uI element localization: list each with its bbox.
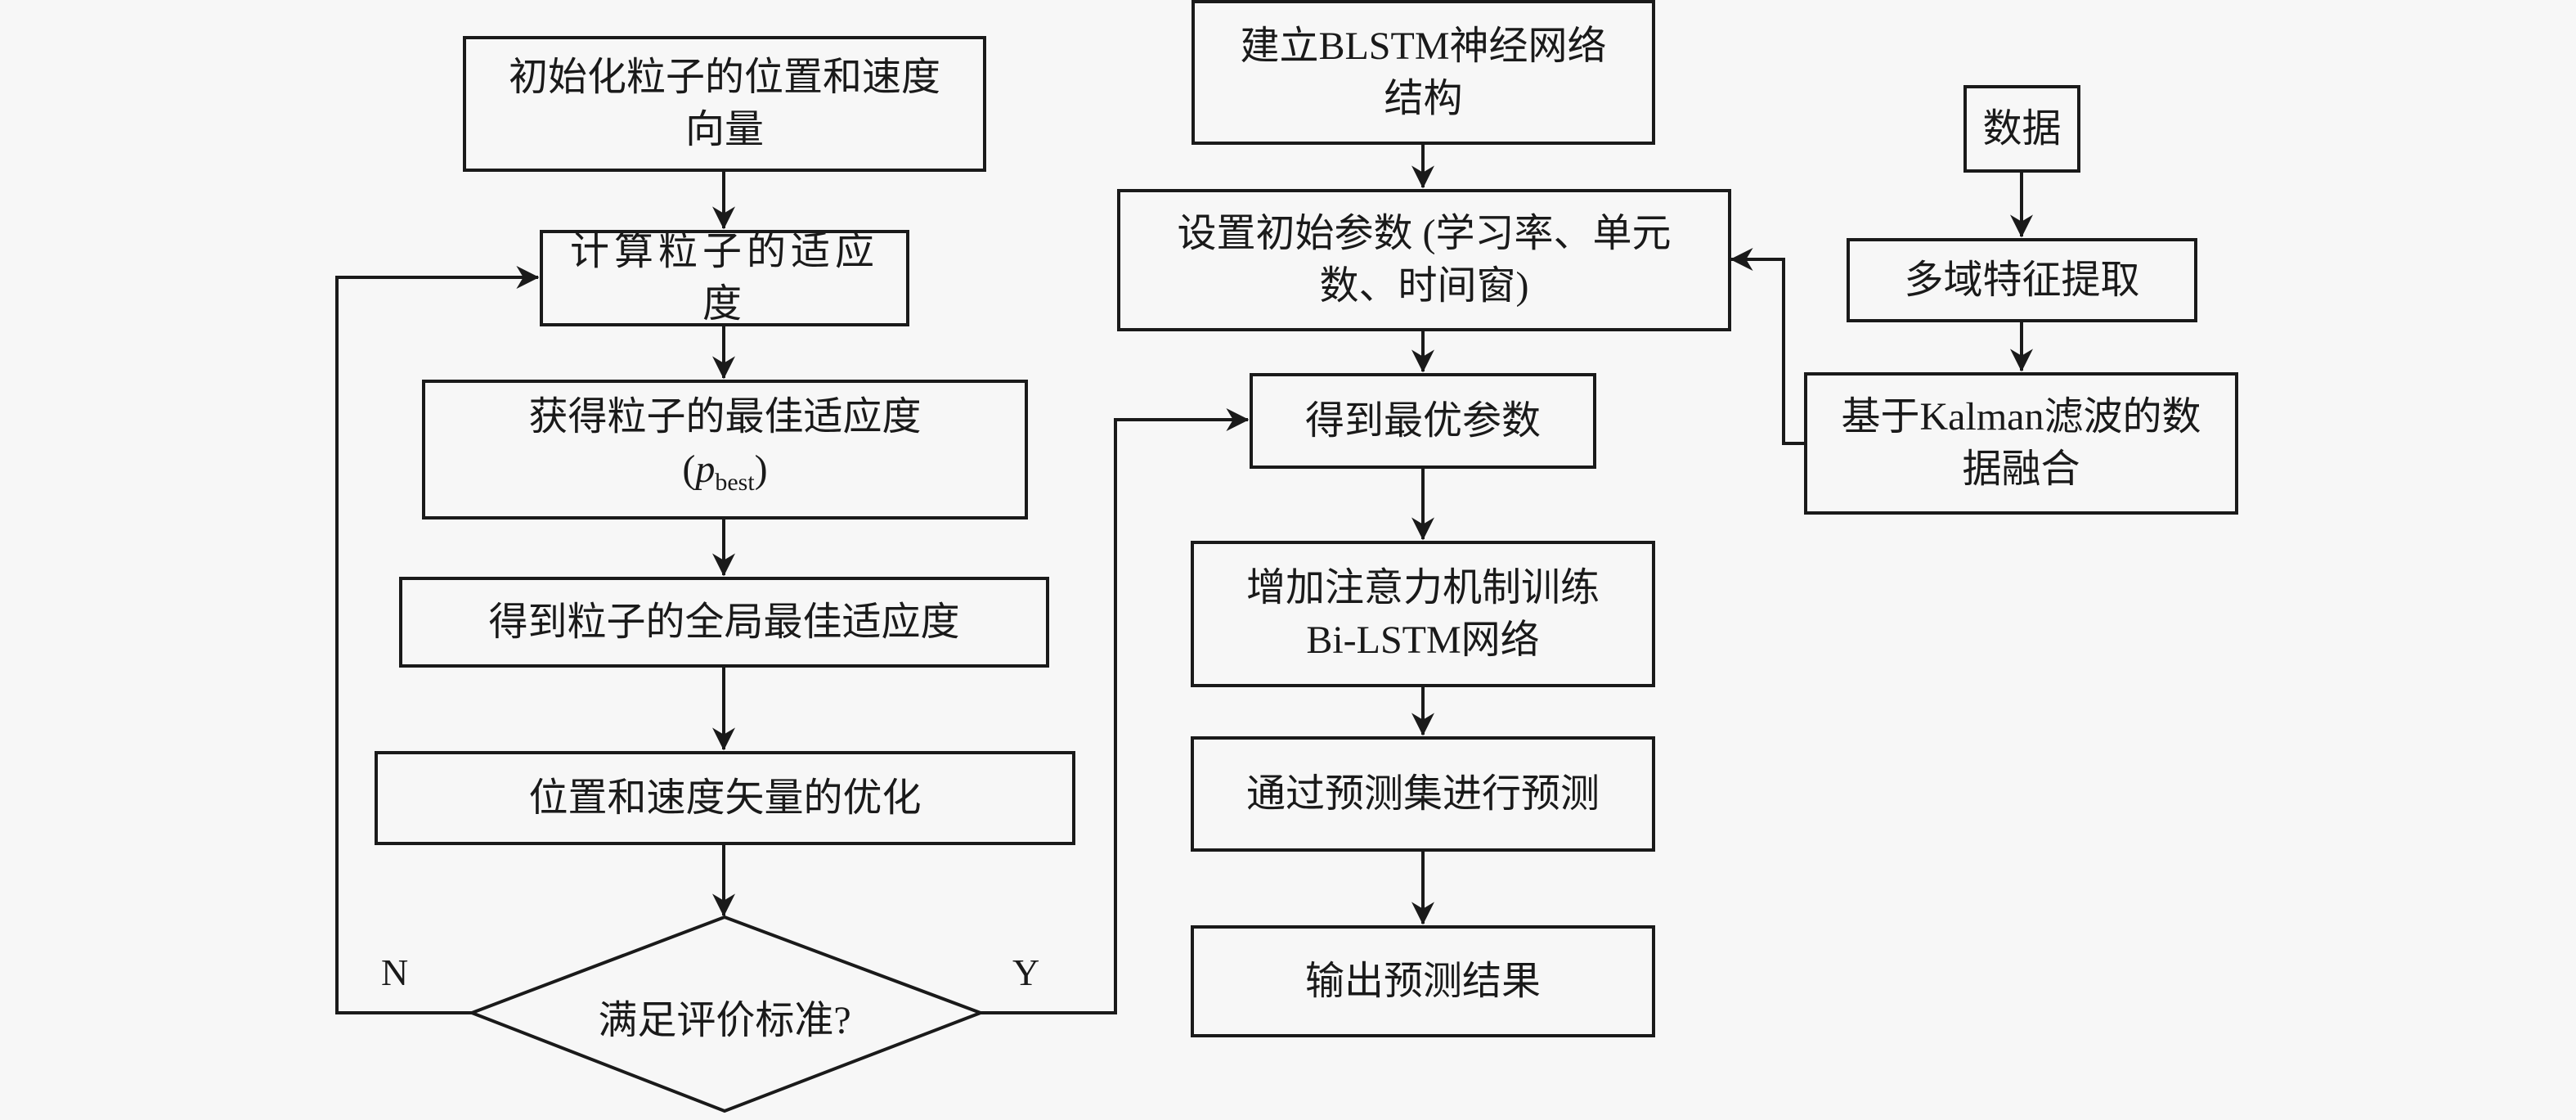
node-global-best-label: 得到粒子的全局最佳适应度 xyxy=(488,600,960,644)
node-feature-extraction: 多域特征提取 xyxy=(1847,238,2197,322)
no-branch-label: N xyxy=(381,951,409,993)
node-predict-label: 通过预测集进行预测 xyxy=(1245,771,1600,816)
node-set-params-label: 设置初始参数 (学习率、单元数、时间窗) xyxy=(1177,212,1672,308)
decision-label: 满足评价标准? xyxy=(598,999,851,1042)
edge-decision-no-loop xyxy=(335,266,540,1014)
node-kalman-fusion-label: 基于Kalman滤波的数据融合 xyxy=(1841,395,2201,491)
node-optimize-vectors-label: 位置和速度矢量的优化 xyxy=(528,776,922,820)
node-data-label: 数据 xyxy=(1982,106,2062,151)
node-best-fitness-label: 获得粒子的最佳适应度 (pbest) xyxy=(528,394,922,496)
node-best-fitness: 获得粒子的最佳适应度 (pbest) xyxy=(422,380,1028,520)
decision-diamond xyxy=(467,915,985,1113)
node-global-best: 得到粒子的全局最佳适应度 xyxy=(399,577,1049,668)
node-train-bilstm-label: 增加注意力机制训练Bi-LSTM网络 xyxy=(1245,565,1600,662)
node-optimal-params-label: 得到最优参数 xyxy=(1304,398,1541,443)
node-output-label: 输出预测结果 xyxy=(1304,959,1541,1003)
node-kalman-fusion: 基于Kalman滤波的数据融合 xyxy=(1804,372,2238,515)
node-compute-fitness: 计算粒子的适应度 xyxy=(540,230,909,326)
node-set-params: 设置初始参数 (学习率、单元数、时间窗) xyxy=(1117,189,1731,331)
yes-branch-label: Y xyxy=(1012,951,1040,993)
node-predict: 通过预测集进行预测 xyxy=(1191,736,1655,852)
best-fitness-text: 获得粒子的最佳适应度 xyxy=(528,394,922,439)
node-build-blstm: 建立BLSTM神经网络结构 xyxy=(1192,0,1655,145)
edge-decision-yes xyxy=(981,408,1250,1014)
node-build-blstm-label: 建立BLSTM神经网络结构 xyxy=(1240,24,1607,120)
best-fitness-sub: best xyxy=(715,468,755,496)
node-optimize-vectors: 位置和速度矢量的优化 xyxy=(375,751,1075,845)
node-feature-extraction-label: 多域特征提取 xyxy=(1904,258,2140,302)
node-init-particles-label: 初始化粒子的位置和速度向量 xyxy=(508,56,940,151)
node-train-bilstm: 增加注意力机制训练Bi-LSTM网络 xyxy=(1191,541,1655,687)
node-compute-fitness-label: 计算粒子的适应度 xyxy=(569,230,879,326)
node-optimal-params: 得到最优参数 xyxy=(1250,373,1596,469)
node-output: 输出预测结果 xyxy=(1191,925,1655,1037)
node-data: 数据 xyxy=(1963,85,2080,173)
best-fitness-var: p xyxy=(695,447,716,491)
node-init-particles: 初始化粒子的位置和速度向量 xyxy=(463,36,986,172)
edge-fusion-to-params xyxy=(1730,248,1804,445)
